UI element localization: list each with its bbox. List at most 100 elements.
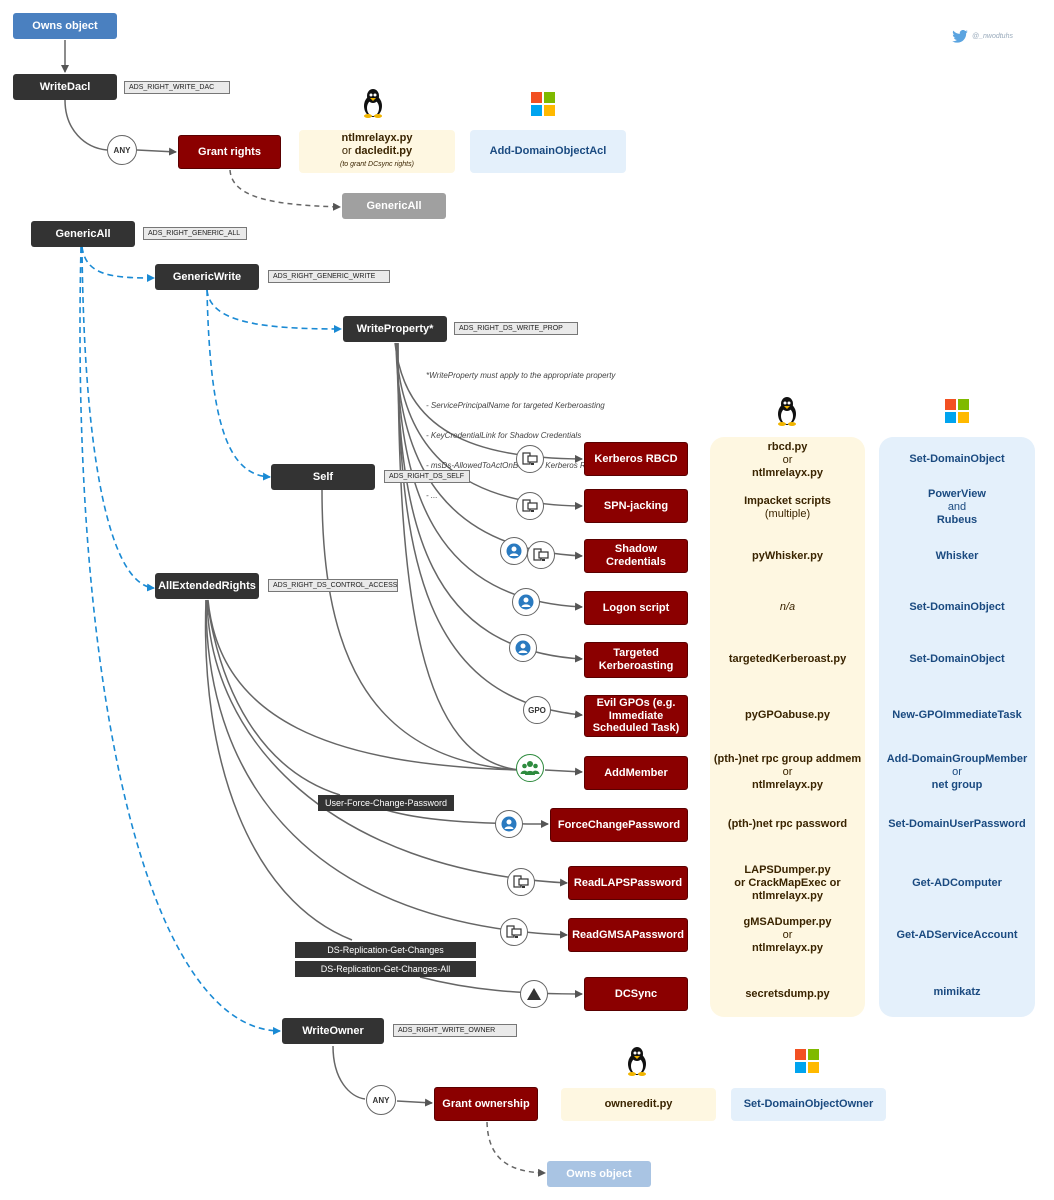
tool-line: ntlmrelayx.py	[752, 890, 823, 902]
node-self[interactable]: Self	[271, 464, 375, 490]
windows-tool-gmsa: Get-ADServiceAccount	[896, 929, 1018, 941]
attack-read-laps-password[interactable]: ReadLAPSPassword	[568, 866, 688, 900]
note-line: *WriteProperty must apply to the appropr…	[426, 371, 616, 380]
note-line: - KeyCredentialLink for Shadow Credentia…	[426, 431, 582, 440]
windows-tool-laps: Get-ADComputer	[912, 877, 1002, 889]
windows-tool-spn: PowerView and Rubeus	[879, 488, 1035, 527]
tool-line: (pth-)net rpc group addmem	[713, 753, 862, 765]
tool-line: or	[782, 929, 793, 941]
windows-tool-logon: Set-DomainObject	[909, 601, 1005, 613]
tag-self: ADS_RIGHT_DS_SELF	[384, 470, 470, 483]
attack-evil-gpos[interactable]: Evil GPOs (e.g. Immediate Scheduled Task…	[584, 695, 688, 737]
tool-line: ntlmrelayx.py	[752, 942, 823, 954]
user-icon	[495, 810, 523, 838]
edge-aer-gmsa	[205, 599, 568, 939]
windows-logo-icon	[531, 92, 555, 116]
linux-tux-icon	[628, 1047, 646, 1076]
edge-genericall-writeowner	[79, 246, 281, 1035]
edge-aer-laps	[206, 599, 568, 887]
tag-generic-all: ADS_RIGHT_GENERIC_ALL	[143, 227, 247, 240]
tool-or-line: or dacledit.py	[342, 145, 412, 158]
linux-tool-spn: Impacket scripts (multiple)	[710, 495, 865, 521]
tool-line: net group	[931, 779, 983, 791]
windows-tool-rbcd: Set-DomainObject	[909, 453, 1005, 465]
tool-line: Impacket scripts	[744, 495, 831, 507]
grant-rights-windows-tools: Add-DomainObjectAcl	[470, 130, 626, 173]
node-owns-object-end[interactable]: Owns object	[547, 1161, 651, 1187]
node-write-owner[interactable]: WriteOwner	[282, 1018, 384, 1044]
windows-tool-kerberoast: Set-DomainObject	[909, 653, 1005, 665]
tool-line: or CrackMapExec or	[734, 877, 841, 889]
label-ds-replication-get-changes: DS-Replication-Get-Changes	[295, 942, 476, 958]
edge-genericwrite-self	[206, 289, 271, 481]
node-grant-rights[interactable]: Grant rights	[178, 135, 281, 169]
user-icon	[500, 537, 528, 565]
linux-tool-gpo: pyGPOabuse.py	[745, 709, 830, 721]
attack-kerberos-rbcd[interactable]: Kerberos RBCD	[584, 442, 688, 476]
tool-line: Rubeus	[936, 514, 978, 526]
computer-icon	[516, 492, 544, 520]
tool-ntlmrelayx: ntlmrelayx.py	[341, 132, 413, 144]
tool-line: or	[952, 766, 962, 778]
windows-tool-forcechange: Set-DomainUserPassword	[888, 818, 1026, 830]
attack-dcsync[interactable]: DCSync	[584, 977, 688, 1011]
twitter-credit[interactable]: @_nwodtuhs	[952, 30, 1013, 43]
attack-force-change-password[interactable]: ForceChangePassword	[550, 808, 688, 842]
domain-icon	[520, 980, 548, 1008]
label-ds-replication-get-changes-all: DS-Replication-Get-Changes-All	[295, 961, 476, 977]
computer-icon	[507, 868, 535, 896]
edge-self-addmember	[321, 489, 521, 771]
edge-wp-addmember	[397, 342, 521, 771]
edge-aer-addmember	[207, 599, 521, 771]
windows-logo-icon	[795, 1049, 819, 1073]
linux-tux-icon	[364, 89, 382, 118]
tag-write-prop: ADS_RIGHT_DS_WRITE_PROP	[454, 322, 578, 335]
edge-dcsync	[419, 976, 583, 998]
linux-tool-gmsa: gMSADumper.py or ntlmrelayx.py	[710, 916, 865, 955]
note-line: - ...	[426, 491, 438, 500]
attack-targeted-kerberoasting[interactable]: Targeted Kerberoasting	[584, 642, 688, 678]
edge-aer-forcechange	[206, 599, 341, 796]
node-all-extended-rights[interactable]: AllExtendedRights	[155, 573, 259, 599]
edge-writedacl-any	[64, 99, 108, 151]
node-generic-all-target[interactable]: GenericAll	[342, 193, 446, 219]
edge-genericall-genericwrite	[81, 246, 155, 282]
node-write-dacl[interactable]: WriteDacl	[13, 74, 117, 100]
node-grant-ownership[interactable]: Grant ownership	[434, 1087, 538, 1121]
gpo-icon: GPO	[523, 696, 551, 724]
node-owns-object[interactable]: Owns object	[13, 13, 117, 39]
linux-tool-logon: n/a	[779, 601, 796, 613]
tool-line: (multiple)	[764, 508, 811, 520]
any-connector: ANY	[366, 1085, 396, 1115]
linux-tool-rbcd: rbcd.py or ntlmrelayx.py	[710, 441, 865, 480]
edge-forcechange	[385, 809, 549, 828]
attack-read-gmsa-password[interactable]: ReadGMSAPassword	[568, 918, 688, 952]
tag-write-owner: ADS_RIGHT_WRITE_OWNER	[393, 1024, 517, 1037]
linux-tool-kerberoast: targetedKerberoast.py	[728, 653, 847, 665]
tool-line: or	[782, 766, 793, 778]
attack-add-member[interactable]: AddMember	[584, 756, 688, 790]
edge-aer-dcsync	[204, 599, 353, 941]
group-icon	[516, 754, 544, 782]
attack-logon-script[interactable]: Logon script	[584, 591, 688, 625]
windows-tool-gpo: New-GPOImmediateTask	[892, 709, 1022, 721]
linux-tool-addmember: (pth-)net rpc group addmem or ntlmrelayx…	[710, 753, 865, 792]
computer-icon	[500, 918, 528, 946]
edge-any-grant	[136, 147, 177, 156]
edge-grantown-owns	[486, 1121, 546, 1177]
attack-spn-jacking[interactable]: SPN-jacking	[584, 489, 688, 523]
edge-addmember	[544, 767, 583, 776]
grant-rights-linux-tools: ntlmrelayx.py or dacledit.py (to grant D…	[299, 130, 455, 173]
user-icon	[512, 588, 540, 616]
node-write-property[interactable]: WriteProperty*	[343, 316, 447, 342]
windows-tool-addmember: Add-DomainGroupMember or net group	[879, 753, 1035, 792]
attack-shadow-credentials[interactable]: Shadow Credentials	[584, 539, 688, 573]
linux-tool-dcsync: secretsdump.py	[745, 988, 830, 1000]
linux-tool-forcechange: (pth-)net rpc password	[727, 818, 848, 830]
tool-line: LAPSDumper.py	[744, 864, 831, 876]
node-generic-write[interactable]: GenericWrite	[155, 264, 259, 290]
node-generic-all[interactable]: GenericAll	[31, 221, 135, 247]
note-line: - ServicePrincipalName for targeted Kerb…	[426, 401, 605, 410]
twitter-bird-icon	[952, 30, 968, 43]
